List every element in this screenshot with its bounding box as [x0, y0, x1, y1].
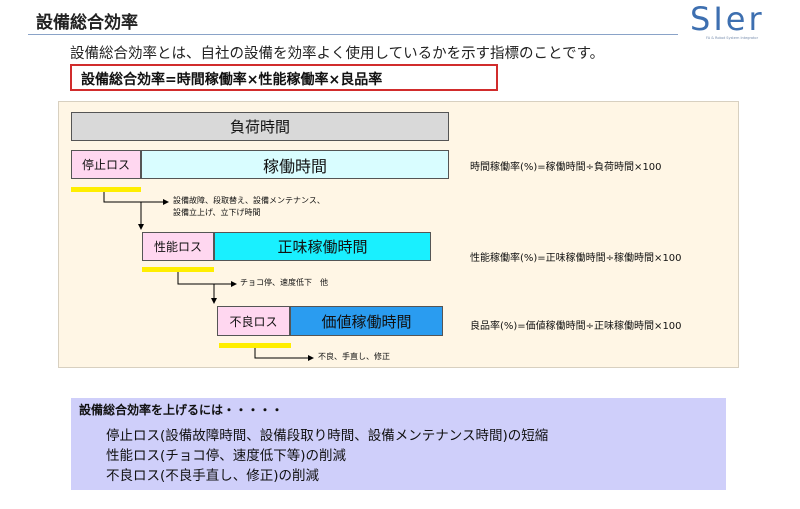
operating-time-bar: 稼働時間 [141, 150, 449, 179]
performance-rate-formula: 性能稼働率(%)=正味稼働時間÷稼働時間×100 [470, 253, 682, 264]
logo-subtitle: FA & Robot System Integrator [706, 36, 759, 40]
stop-loss-bar: 停止ロス [71, 150, 141, 179]
company-logo: SIer [690, 0, 765, 38]
value-operating-time-bar: 価値稼働時間 [290, 306, 443, 336]
time-availability-formula: 時間稼働率(%)=稼働時間÷負荷時間×100 [470, 162, 662, 173]
defect-loss-marker [219, 343, 291, 348]
connector-defect-loss [254, 348, 314, 361]
improvement-box [71, 398, 726, 490]
connector-performance-loss [177, 272, 237, 287]
improvement-item: 不良ロス(不良手直し、修正)の削減 [106, 468, 320, 484]
net-operating-time-bar: 正味稼働時間 [214, 232, 431, 261]
title-divider [28, 34, 678, 35]
intro-text: 設備総合効率とは、自社の設備を効率よく使用しているかを示す指標のことです。 [70, 46, 605, 62]
connector-stop-loss [103, 192, 169, 205]
performance-loss-bar: 性能ロス [142, 232, 214, 261]
improvement-item: 性能ロス(チョコ停、速度低下等)の削減 [106, 448, 347, 464]
defect-loss-bar: 不良ロス [217, 306, 290, 336]
improvement-title: 設備総合効率を上げるには・・・・・ [79, 403, 284, 417]
improvement-item: 停止ロス(設備故障時間、設備段取り時間、設備メンテナンス時間)の短縮 [106, 428, 549, 444]
quality-rate-formula: 良品率(%)=価値稼働時間÷正味稼働時間×100 [470, 321, 682, 332]
performance-loss-marker [142, 267, 214, 272]
defect-loss-note: 不良、手直し、修正 [318, 352, 390, 361]
stop-loss-note: 設備故障、段取替え、設備メンテナンス、 設備立上げ、立下げ時間 [173, 196, 325, 217]
stop-loss-marker [71, 187, 141, 192]
oee-formula: 設備総合効率=時間稼働率×性能稼働率×良品率 [70, 64, 498, 91]
page-title: 設備総合効率 [36, 13, 138, 33]
load-time-bar: 負荷時間 [71, 112, 449, 141]
performance-loss-note: チョコ停、速度低下 他 [240, 278, 328, 287]
